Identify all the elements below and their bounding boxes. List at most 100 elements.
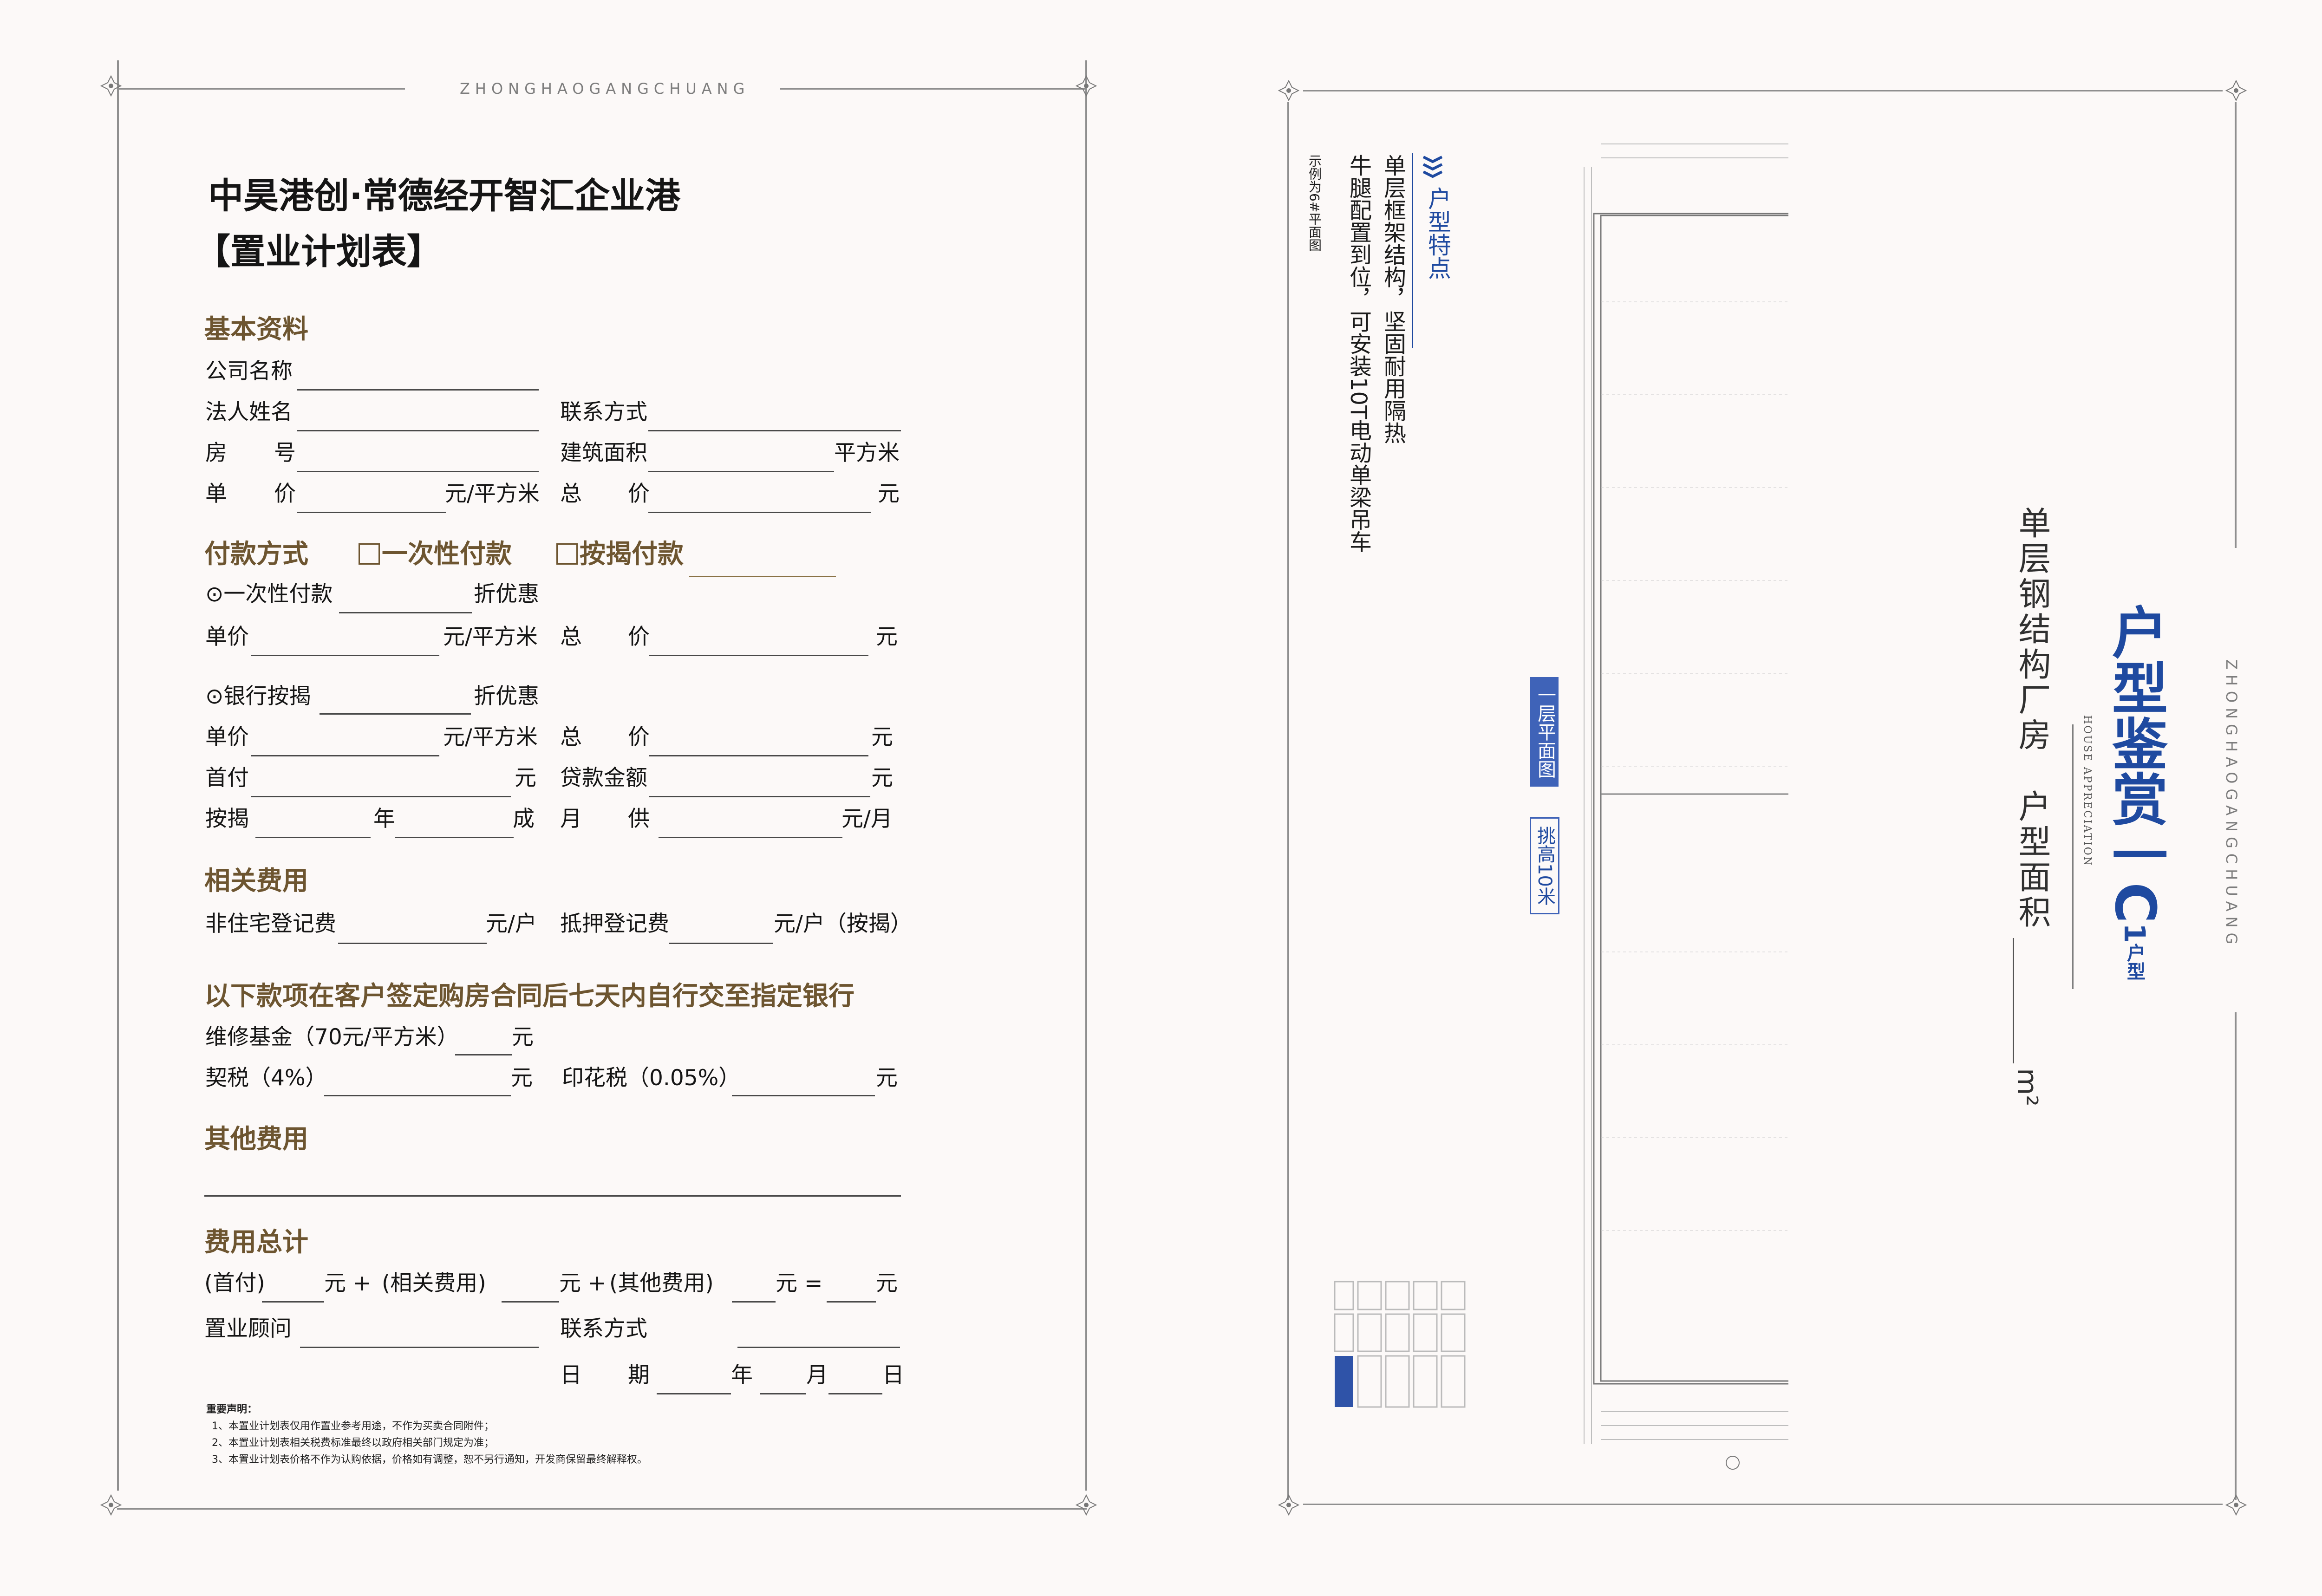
sum-related-label: (相关费用)	[382, 1270, 486, 1296]
mortgage-year-unit: 年	[373, 806, 395, 832]
full-total-input[interactable]	[649, 655, 868, 656]
corner-ornament-icon	[1278, 1494, 1299, 1516]
room-input[interactable]	[297, 471, 539, 472]
unit-price-label-b: 价	[274, 481, 296, 507]
maintenance-fund-label: 维修基金（70元/平方米）	[205, 1024, 459, 1050]
bank-discount-input[interactable]	[320, 713, 471, 715]
consultant-contact-input[interactable]	[737, 1347, 900, 1348]
right-page: ZHONGHAOGANGCHUANG 户型特点 单层框架结构，坚固耐用隔热 牛腿…	[1168, 0, 2322, 1596]
section-other-heading: 其他费用	[204, 1124, 308, 1154]
brand-text-vertical: ZHONGHAOGANGCHUANG	[2223, 659, 2240, 950]
full-yuan-sqm-unit: 元/平方米	[443, 624, 538, 650]
pledge-fee-input[interactable]	[669, 943, 773, 944]
date-day-unit: 日	[882, 1362, 904, 1388]
deed-tax-label: 契税（4%）	[205, 1065, 327, 1091]
maintenance-fund-input[interactable]	[455, 1054, 512, 1055]
checkbox-icon	[556, 543, 578, 565]
mortgage-years-input[interactable]	[255, 837, 371, 838]
disclaimer-item: 3、本置业计划表价格不作为认购依据，价格如有调整，恕不另行通知，开发商保留最终解…	[212, 1454, 648, 1466]
feature-2: 牛腿配置到位，可安装10T电动单梁吊车	[1345, 154, 1371, 553]
bank-unit-price-input[interactable]	[251, 755, 439, 756]
contact-input[interactable]	[648, 430, 901, 431]
features-heading: 户型特点	[1424, 187, 1451, 280]
full-payment-label: ⊙一次性付款	[205, 581, 333, 607]
date-day-input[interactable]	[828, 1393, 882, 1394]
sum-plus-2: 元 +	[559, 1270, 607, 1296]
full-discount-input[interactable]	[339, 612, 472, 613]
chevrons-icon	[1422, 156, 1443, 178]
loan-amount-input[interactable]	[649, 796, 870, 797]
monthly-label-b: 供	[628, 806, 650, 832]
section-summary-heading: 费用总计	[204, 1227, 308, 1257]
discount-label: 折优惠	[474, 581, 539, 607]
stamp-tax-label: 印花税（0.05%）	[562, 1065, 741, 1091]
sum-related-input[interactable]	[502, 1301, 559, 1303]
mortgage-cheng-unit: 成	[513, 806, 535, 832]
area-unit: m²	[2011, 1068, 2043, 1107]
feature-1: 单层框架结构，坚固耐用隔热	[1380, 154, 1406, 444]
appreciation-type: 户型	[2124, 943, 2145, 981]
frame-line-bottom	[117, 1508, 1087, 1510]
yuan-sqm-unit: 元/平方米	[445, 481, 540, 507]
legal-person-input[interactable]	[297, 430, 539, 431]
bank-total-input[interactable]	[649, 755, 868, 756]
frame-line-right	[1085, 60, 1087, 1491]
other-fees-input[interactable]	[204, 1195, 901, 1197]
full-yuan-unit: 元	[876, 624, 898, 650]
monthly-payment-input[interactable]	[659, 837, 842, 838]
down-payment-input[interactable]	[251, 796, 511, 797]
full-unit-price-input[interactable]	[251, 655, 439, 656]
full-total-label-b: 价	[628, 624, 650, 650]
loan-amount-label: 贷款金额	[560, 765, 647, 791]
non-residential-fee-input[interactable]	[338, 943, 487, 944]
section-basic-heading: 基本资料	[204, 314, 308, 345]
page-subtitle: 【置业计划表】	[195, 231, 442, 272]
payment-option-other-input[interactable]	[689, 576, 836, 577]
page-title: 中昊港创·常德经开智汇企业港	[208, 175, 680, 216]
date-label-b: 期	[628, 1362, 650, 1388]
bank-mortgage-label: ⊙银行按揭	[205, 684, 311, 709]
payment-option-full[interactable]: 一次性付款	[359, 533, 512, 571]
maintenance-fund-yuan: 元	[512, 1024, 534, 1050]
build-area-input[interactable]	[648, 471, 834, 472]
section-related-heading: 相关费用	[204, 866, 308, 896]
appreciation-title: 户型鉴赏一C1户型	[2102, 604, 2167, 981]
yuan-month-unit: 元/月	[841, 806, 893, 832]
frame-line-top-a	[117, 88, 405, 90]
total-price-input[interactable]	[648, 512, 871, 513]
corner-ornament-icon	[100, 1494, 122, 1516]
deed-tax-yuan: 元	[511, 1065, 533, 1091]
unit-price-input[interactable]	[297, 512, 446, 513]
date-label-a: 日	[560, 1362, 582, 1388]
full-unit-price-label: 单价	[205, 624, 249, 650]
frame-line-bottom	[1303, 1504, 2223, 1505]
date-year-unit: 年	[731, 1362, 753, 1388]
sqm-unit: 平方米	[834, 440, 900, 466]
frame-line-top	[1303, 90, 2223, 91]
area-input[interactable]	[2013, 938, 2014, 1063]
sum-total-input[interactable]	[827, 1301, 876, 1303]
deed-tax-input[interactable]	[324, 1095, 511, 1096]
full-total-label-a: 总	[560, 624, 582, 650]
sum-down-input[interactable]	[262, 1301, 324, 1303]
date-year-input[interactable]	[657, 1393, 731, 1394]
non-residential-fee-label: 非住宅登记费	[205, 911, 336, 937]
sum-other-label: (其他费用)	[609, 1270, 714, 1296]
bank-total-label-a: 总	[560, 724, 582, 750]
room-label-a: 房	[205, 440, 227, 466]
down-payment-label: 首付	[205, 765, 249, 791]
stamp-tax-input[interactable]	[732, 1095, 875, 1096]
sum-other-input[interactable]	[732, 1301, 776, 1303]
company-input[interactable]	[297, 389, 539, 391]
disclaimer-item: 1、本置业计划表仅用作置业参考用途，不作为买卖合同附件；	[212, 1420, 494, 1432]
left-page: ZHONGHAOGANGCHUANG 中昊港创·常德经开智汇企业港 【置业计划表…	[100, 60, 1097, 1516]
section-payment-heading: 付款方式	[204, 539, 308, 569]
company-label: 公司名称	[205, 358, 293, 384]
corner-ornament-icon	[1278, 80, 1299, 101]
payment-option-mortgage[interactable]: 按揭付款	[556, 533, 684, 571]
mortgage-ratio-input[interactable]	[395, 837, 514, 838]
date-month-input[interactable]	[760, 1393, 806, 1394]
legal-person-label: 法人姓名	[205, 399, 293, 425]
mortgage-label: 按揭	[205, 806, 249, 832]
consultant-input[interactable]	[300, 1347, 539, 1348]
